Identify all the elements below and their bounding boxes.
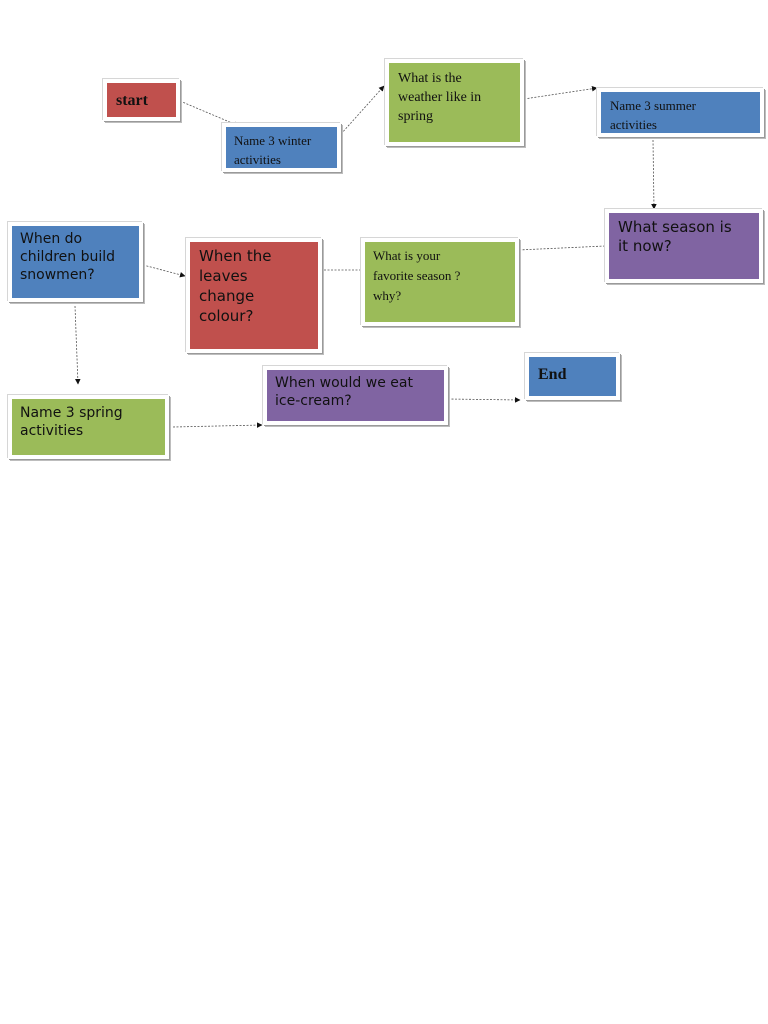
node-leaves-change: When the leaves change colour? xyxy=(186,238,322,353)
node-winter-activities: Name 3 winter activities xyxy=(222,123,341,172)
node-snowmen-label: When do children build snowmen? xyxy=(20,231,116,283)
connector-snowmen-to-spring xyxy=(74,305,81,385)
node-end-label: End xyxy=(538,366,567,383)
connector-winter-to-weather xyxy=(340,85,385,135)
node-winter-activities-label: Name 3 winter activities xyxy=(234,133,312,167)
node-summer-activities-label: Name 3 summer activities xyxy=(610,98,696,132)
connector-season-to-favorite xyxy=(474,245,606,255)
node-snowmen: When do children build snowmen? xyxy=(8,222,143,302)
node-end: End xyxy=(525,353,620,400)
connector-start-to-winter xyxy=(179,100,240,127)
node-spring-activities-label: Name 3 spring activities xyxy=(20,405,123,439)
node-start-label: start xyxy=(116,92,148,109)
connector-summer-to-season xyxy=(651,139,657,210)
connector-icecream-to-end xyxy=(447,397,521,403)
node-ice-cream-label: When would we eat ice-cream? xyxy=(275,375,413,409)
connector-weather-to-summer xyxy=(523,85,598,100)
connector-spring-to-icecream xyxy=(172,422,263,428)
node-favorite-season: What is your favorite season ? why? xyxy=(361,238,519,326)
node-current-season-label: What season is it now? xyxy=(618,218,732,255)
node-spring-activities: Name 3 spring activities xyxy=(8,395,169,459)
node-current-season: What season is it now? xyxy=(605,209,763,283)
node-leaves-change-label: When the leaves change colour? xyxy=(199,247,272,325)
node-favorite-season-label: What is your favorite season ? why? xyxy=(373,248,461,303)
node-start: start xyxy=(103,79,180,121)
node-spring-weather-label: What is the weather like in spring xyxy=(398,71,482,124)
node-summer-activities: Name 3 summer activities xyxy=(597,88,764,137)
connector-snowmen-to-leaves xyxy=(142,264,186,278)
node-ice-cream: When would we eat ice-cream? xyxy=(263,366,448,425)
node-spring-weather: What is the weather like in spring xyxy=(385,59,524,146)
